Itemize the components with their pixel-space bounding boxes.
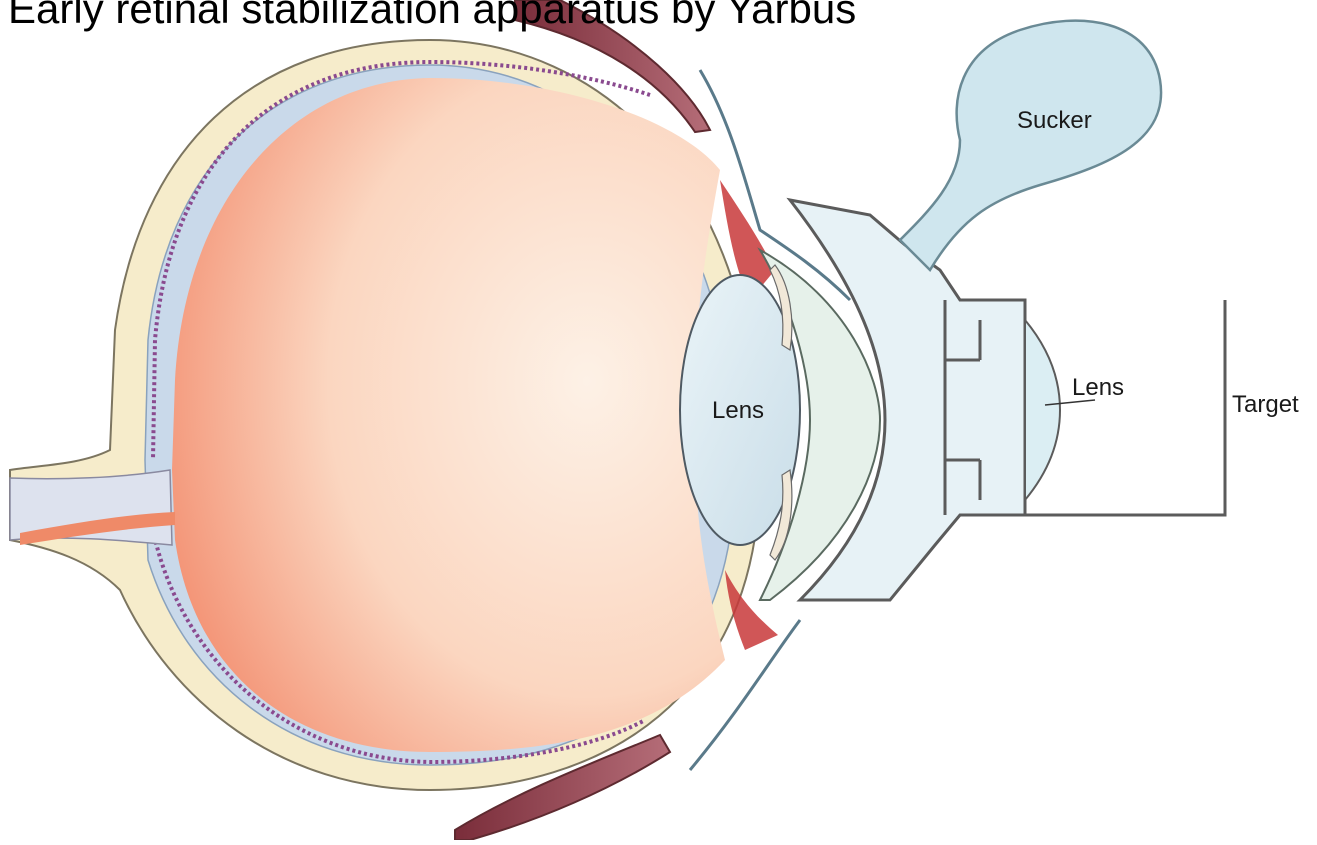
target-label: Target (1232, 391, 1299, 418)
eye-lens-label: Lens (712, 397, 764, 424)
page-title: Early retinal stabilization apparatus by… (8, 0, 856, 37)
device-lens-label: Lens (1072, 374, 1124, 401)
sucker-label: Sucker (1017, 107, 1092, 134)
vitreous-body (172, 78, 725, 752)
sucker-bulb (900, 21, 1161, 270)
device-lens (1025, 320, 1060, 500)
